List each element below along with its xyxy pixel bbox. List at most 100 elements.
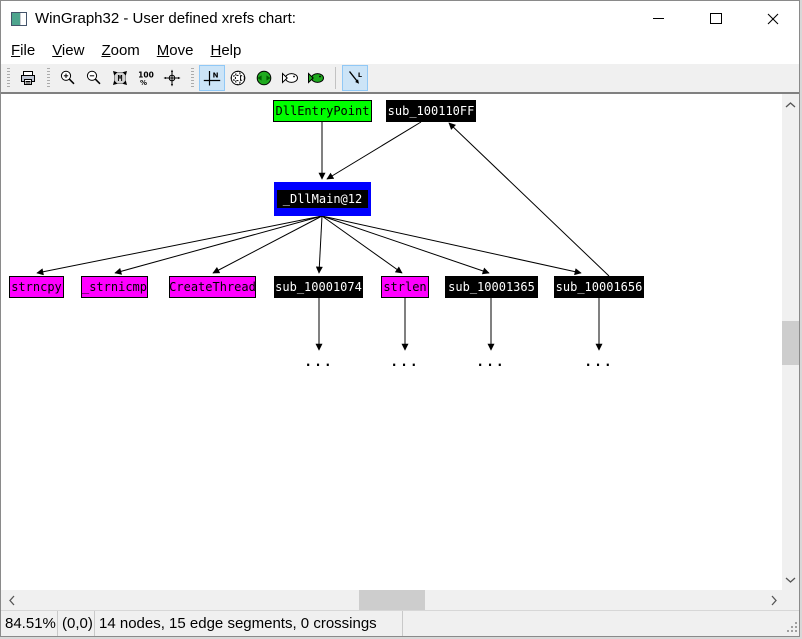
view-fisheye-button[interactable] <box>277 65 303 91</box>
edge-_DllMain@12-to-_strnicmp <box>114 215 323 275</box>
zoom-in-button[interactable] <box>55 65 81 91</box>
status-filler <box>403 611 799 636</box>
view-fisheye-filled-button[interactable] <box>303 65 329 91</box>
toolbar-separator <box>335 67 336 89</box>
graph-node-label: strncpy <box>11 280 62 294</box>
graph-node-label: CreateThread <box>169 280 256 294</box>
graph-node-sub_10001074[interactable]: sub_10001074 <box>274 276 363 298</box>
graph-node-sub_10001656[interactable]: sub_10001656 <box>554 276 644 298</box>
edge-_DllMain@12-to-sub_10001074 <box>315 215 323 274</box>
view-normal-button[interactable]: N <box>199 65 225 91</box>
graph-node-strncpy[interactable]: strncpy <box>9 276 64 298</box>
zoom-fit-button[interactable]: M <box>107 65 133 91</box>
globe-green-icon <box>256 70 272 86</box>
graph-node-label: strlen <box>383 280 427 294</box>
vertical-scrollbar[interactable] <box>782 92 799 590</box>
vertical-scroll-thumb[interactable] <box>782 321 799 365</box>
minimize-icon <box>653 18 664 19</box>
fisheye-icon <box>282 72 298 84</box>
graph-node-label: _strnicmp <box>81 280 148 294</box>
svg-text:L: L <box>358 71 362 79</box>
menu-bar: File View Zoom Move Help <box>1 36 799 64</box>
horizontal-scrollbar[interactable] <box>1 590 784 610</box>
center-origin-button[interactable] <box>159 65 185 91</box>
graph-node-DllEntryPoint[interactable]: DllEntryPoint <box>273 100 372 122</box>
graph-node-strlen[interactable]: strlen <box>381 276 429 298</box>
menu-help[interactable]: Help <box>210 41 242 59</box>
status-zoom-level: 84.51% <box>1 611 58 636</box>
continuation-marker: ... <box>390 355 420 370</box>
print-button[interactable] <box>15 65 41 91</box>
chevron-left-icon <box>8 595 14 605</box>
graph-node-label: sub_10001365 <box>448 280 535 294</box>
chevron-right-icon <box>771 595 777 605</box>
toolbar-grip <box>7 68 10 88</box>
scroll-up-button[interactable] <box>782 96 799 113</box>
select-mode-button[interactable]: L <box>342 65 368 91</box>
edge-layer <box>36 121 610 351</box>
menu-view[interactable]: View <box>52 41 85 59</box>
view-polar-filled-button[interactable] <box>251 65 277 91</box>
scroll-right-button[interactable] <box>765 590 782 610</box>
edge-_DllMain@12-to-strlen <box>321 215 403 274</box>
svg-text:100: 100 <box>138 71 154 80</box>
view-polar-button[interactable] <box>225 65 251 91</box>
status-coordinates: (0,0) <box>58 611 95 636</box>
toolbar-grip <box>47 68 50 88</box>
window-bottom-edge <box>1 636 800 637</box>
continuation-marker: ... <box>584 355 614 370</box>
chevron-down-icon <box>785 577 796 583</box>
svg-text:M: M <box>118 74 123 83</box>
maximize-button[interactable] <box>687 1 744 36</box>
window-controls <box>630 1 799 36</box>
globe-icon <box>230 70 246 86</box>
svg-text:N: N <box>213 72 219 80</box>
graph-node-sub_100110FF[interactable]: sub_100110FF <box>386 100 476 122</box>
graph-node-_DllMain@12[interactable]: _DllMain@12 <box>274 182 371 216</box>
edge-_DllMain@12-to-sub_10001656 <box>321 215 582 276</box>
close-icon <box>767 13 778 24</box>
menu-zoom[interactable]: Zoom <box>101 41 140 59</box>
continuation-marker: ... <box>304 355 334 370</box>
graph-node-label: sub_10001656 <box>555 280 643 294</box>
menu-move[interactable]: Move <box>156 41 194 59</box>
graph-node-label: sub_100110FF <box>387 104 475 118</box>
fisheye-green-icon <box>308 72 324 84</box>
graph-node-label: sub_10001074 <box>275 280 362 294</box>
graph-node-CreateThread[interactable]: CreateThread <box>169 276 256 298</box>
edge-_DllMain@12-to-strncpy <box>36 215 323 276</box>
scroll-left-button[interactable] <box>3 590 20 610</box>
graph-node-label: DllEntryPoint <box>275 104 370 118</box>
center-origin-icon <box>163 69 181 87</box>
edge-sub_10001656-to-sub_100110FF <box>448 122 610 277</box>
minimize-button[interactable] <box>630 1 687 36</box>
menu-file[interactable]: File <box>11 41 36 59</box>
zoom-out-button[interactable] <box>81 65 107 91</box>
continuation-marker: ... <box>476 355 506 370</box>
status-graph-summary: 14 nodes, 15 edge segments, 0 crossings <box>95 611 403 636</box>
zoom-out-icon <box>86 70 101 85</box>
window-title: WinGraph32 - User defined xrefs chart: <box>35 10 296 27</box>
graph-node-sub_10001365[interactable]: sub_10001365 <box>445 276 538 298</box>
scrollbar-corner <box>782 590 799 610</box>
axes-n-icon: N <box>203 71 221 86</box>
toolbar: M 100 % N <box>1 64 799 92</box>
edge-sub_100110FF-to-_DllMain@12 <box>326 121 422 180</box>
maximize-icon <box>709 13 722 24</box>
scroll-down-button[interactable] <box>782 571 799 588</box>
horizontal-scroll-thumb[interactable] <box>359 590 425 610</box>
printer-icon <box>21 71 35 85</box>
graph-node-label: _DllMain@12 <box>276 190 369 208</box>
chevron-up-icon <box>785 101 796 107</box>
graph-node-_strnicmp[interactable]: _strnicmp <box>81 276 148 298</box>
edge-_DllMain@12-to-sub_10001365 <box>321 215 490 275</box>
title-bar: WinGraph32 - User defined xrefs chart: <box>1 1 799 36</box>
close-button[interactable] <box>744 1 799 36</box>
app-icon <box>11 11 27 26</box>
zoom-in-icon <box>60 70 75 85</box>
zoom-100-button[interactable]: 100 % <box>133 65 159 91</box>
resize-grip-icon[interactable] <box>795 630 797 632</box>
